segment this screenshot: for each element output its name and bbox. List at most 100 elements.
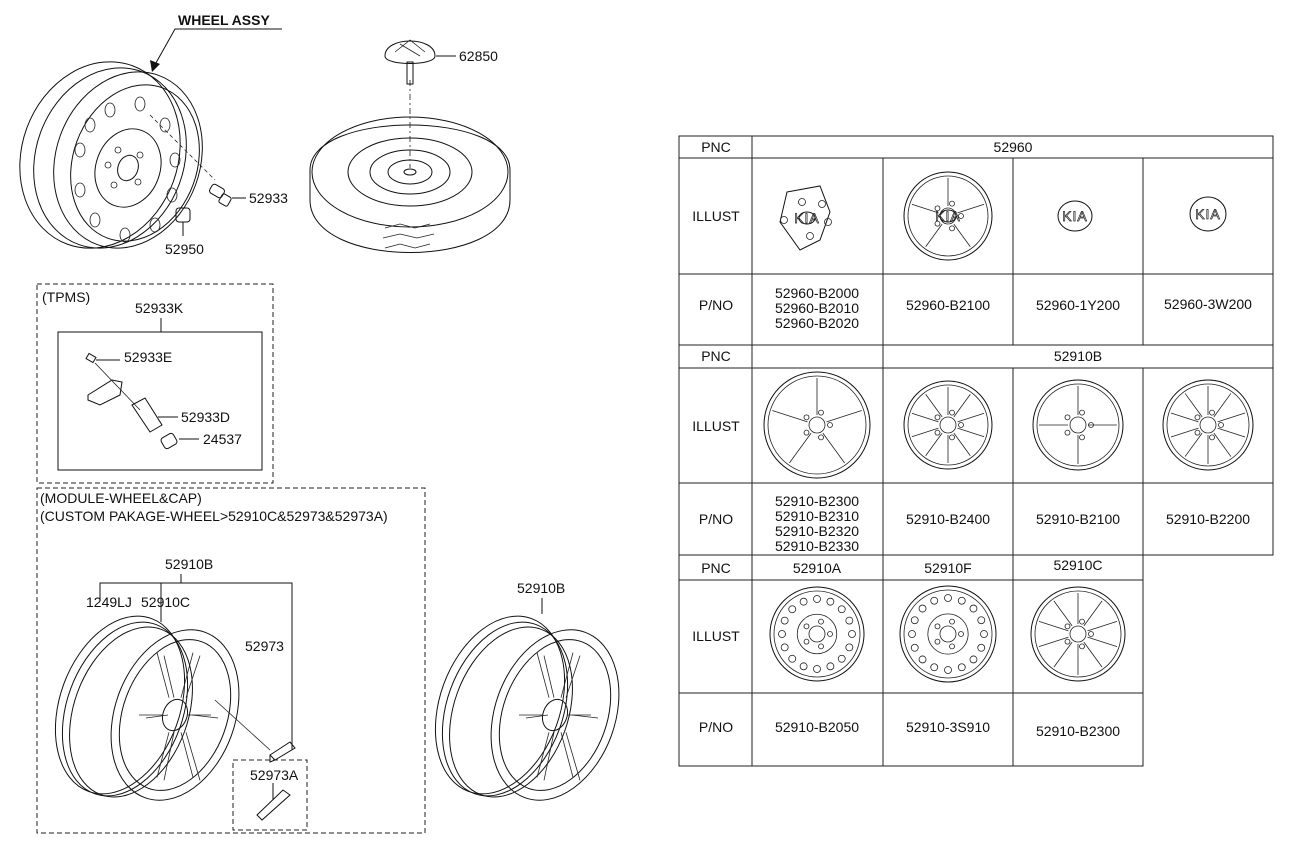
row-label-pno: P/NO — [699, 511, 733, 527]
part-number: 52910-B2400 — [906, 511, 990, 527]
spoke — [953, 432, 971, 456]
lug-hole — [958, 631, 964, 637]
spoke — [191, 714, 219, 719]
wheel-illustration-rim — [907, 175, 989, 257]
row-label-pnc: PNC — [701, 560, 731, 576]
vent-hole — [957, 596, 966, 605]
spoke — [911, 412, 939, 423]
lug-hole — [1209, 434, 1215, 441]
vent-hole — [977, 643, 986, 652]
part-number: 52910-B2050 — [775, 719, 859, 735]
spoke — [1170, 427, 1199, 438]
lug-hole — [1088, 422, 1094, 428]
rim-outline — [434, 615, 566, 795]
spoke — [1087, 620, 1118, 632]
lug-hole — [949, 618, 955, 625]
insert-drawing — [269, 741, 296, 763]
leader-arrow-icon — [150, 60, 160, 72]
lug-hole — [1194, 429, 1201, 436]
spoke — [953, 394, 971, 418]
wheel-illustration-rim — [1034, 590, 1122, 678]
spoke — [185, 655, 201, 698]
spoke — [163, 732, 175, 781]
vent-hole — [780, 616, 789, 625]
lug-hole — [824, 218, 832, 226]
spoke — [822, 432, 845, 464]
part-number: 52910-B2330 — [775, 538, 859, 554]
callout-bracket — [99, 582, 293, 750]
wheel-face-inner — [498, 639, 612, 791]
spoke — [180, 652, 194, 698]
lug-hole — [1194, 414, 1201, 421]
part-number: 52910-B2300 — [775, 493, 859, 509]
lug-hole — [1079, 618, 1085, 625]
spare-cap-drawing — [384, 39, 456, 85]
rim-outline — [69, 626, 193, 798]
lug-nut-drawing — [175, 207, 191, 236]
callout-weight: 1249LJ — [86, 594, 132, 610]
spoke — [156, 732, 170, 778]
vent-hole — [957, 663, 966, 672]
lug-hole — [827, 631, 833, 637]
spoke — [536, 652, 550, 698]
spoke — [1217, 427, 1246, 438]
tpms-heading: (TPMS) — [42, 289, 90, 305]
wheel-face-inner — [118, 639, 232, 791]
spoke — [543, 655, 555, 698]
callout-module-wheel: 52910B — [165, 556, 213, 572]
lug-hole — [949, 643, 955, 650]
callout-nut: 52950 — [165, 241, 204, 257]
vent-hole — [799, 662, 808, 671]
vent-hole — [813, 595, 821, 603]
lug-hole — [958, 213, 964, 219]
lug-hole — [1064, 429, 1071, 436]
hub — [808, 416, 826, 434]
kia-logo-icon: KIA — [794, 210, 820, 226]
vent-hole — [845, 616, 854, 625]
spoke — [525, 714, 549, 719]
lug-hole — [803, 638, 810, 645]
vent-hole — [910, 643, 919, 652]
spoke — [957, 412, 985, 423]
wheel-illustration-rim — [1036, 383, 1120, 467]
wheel-illustration-rim — [903, 589, 993, 679]
pnc-value: 52910C — [1053, 557, 1102, 573]
callout-spare-cap: 62850 — [459, 48, 498, 64]
lug-hole — [827, 422, 833, 428]
vent-hole — [837, 654, 846, 663]
vent-hole — [788, 605, 797, 614]
spoke — [145, 714, 169, 719]
part-number: 52960-B2010 — [775, 300, 859, 316]
row-label-illust: ILLUST — [692, 208, 740, 224]
row-label-illust: ILLUST — [692, 628, 740, 644]
callout-valve: 52933 — [249, 190, 288, 206]
spoke — [925, 223, 943, 247]
part-number: 52910-B2200 — [1166, 511, 1250, 527]
row-label-illust: ILLUST — [692, 418, 740, 434]
spoke — [911, 203, 939, 214]
rim-outline — [54, 615, 186, 795]
part-number: 52910-B2310 — [775, 508, 859, 524]
module-group-box — [36, 487, 426, 834]
hub — [161, 698, 189, 732]
spoke — [543, 732, 555, 781]
parts-table-grid — [678, 135, 1274, 767]
lug-hole — [949, 434, 955, 441]
wheel-illustration-outline — [763, 371, 871, 479]
spoke — [1213, 393, 1232, 418]
lug-hole — [934, 638, 941, 645]
hub — [1199, 416, 1217, 434]
hub — [1069, 416, 1087, 434]
vent-hole — [908, 630, 916, 638]
hub-ring — [927, 613, 969, 655]
vent-hole — [845, 643, 854, 652]
spoke — [1083, 600, 1103, 627]
kia-logo-icon: KIA — [1195, 206, 1221, 222]
vent-hole — [780, 643, 789, 652]
insert-a-drawing — [256, 789, 291, 821]
wheel-illustration-rim — [1166, 383, 1250, 467]
spoke — [957, 427, 985, 438]
title-leader — [151, 28, 282, 71]
vent-hole — [813, 665, 821, 673]
lug-hole — [780, 216, 788, 224]
